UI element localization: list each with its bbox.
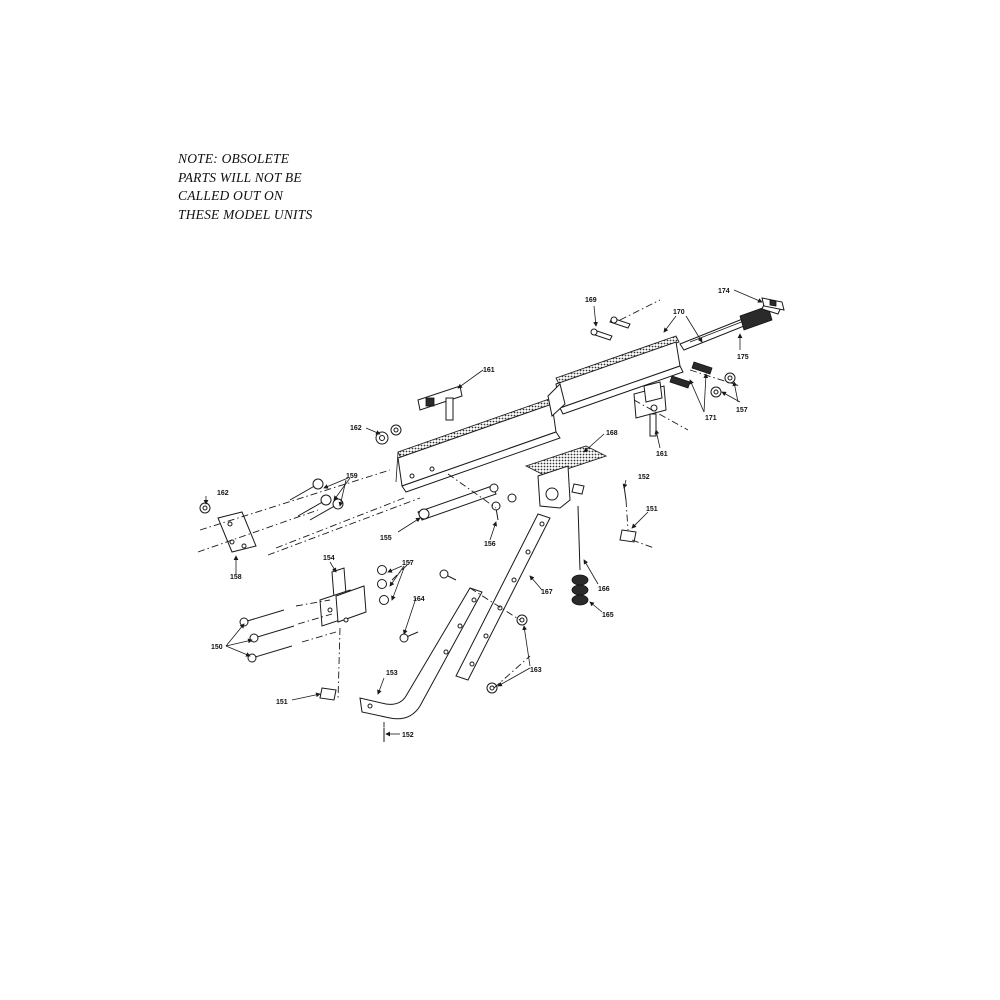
- part-151-pin-lower: [319, 687, 337, 701]
- callout-157-lower: 157: [402, 560, 414, 567]
- part-161-carriage-left: [417, 385, 463, 421]
- callout-171: 171: [705, 415, 717, 422]
- callout-154: 154: [323, 555, 335, 562]
- obsolete-parts-note: NOTE: OBSOLETE PARTS WILL NOT BE CALLED …: [178, 150, 312, 224]
- callout-164: 164: [413, 596, 425, 603]
- callout-151-upper: 151: [646, 506, 658, 513]
- part-163-nuts: [486, 614, 528, 694]
- part-161-carriage-right: [633, 381, 667, 437]
- callout-170: 170: [673, 309, 685, 316]
- part-167-straight-arm: [455, 513, 551, 681]
- part-168-trolley: [524, 445, 608, 509]
- callout-152-upper: 152: [638, 474, 650, 481]
- drive-rod-assembly: [679, 299, 783, 351]
- callout-163: 163: [530, 667, 542, 674]
- part-155-link: [417, 483, 499, 521]
- part-153-curved-arm: [359, 587, 483, 720]
- callout-157-upper: 157: [736, 407, 748, 414]
- callout-155: 155: [380, 535, 392, 542]
- callout-158: 158: [230, 574, 242, 581]
- part-150-screws: [239, 609, 295, 663]
- callout-175: 175: [737, 354, 749, 361]
- part-165-handle: [571, 574, 589, 606]
- callout-168: 168: [606, 430, 618, 437]
- callout-161-left: 161: [483, 367, 495, 374]
- callout-153: 153: [386, 670, 398, 677]
- rail-assembly: [395, 335, 684, 493]
- note-line: CALLED OUT ON: [178, 188, 284, 203]
- part-151-pin-upper: [619, 529, 637, 543]
- leader-lines: [203, 289, 763, 737]
- part-171-springs: [669, 361, 736, 398]
- part-157-nuts-lower: [377, 565, 389, 605]
- callout-156: 156: [484, 541, 496, 548]
- part-152-pin-upper: [623, 485, 627, 501]
- callout-162-lower: 162: [217, 490, 229, 497]
- part-166-rope: [577, 505, 581, 571]
- callout-165: 165: [602, 612, 614, 619]
- callout-167: 167: [541, 589, 553, 596]
- callout-159: 159: [346, 473, 358, 480]
- note-line: PARTS WILL NOT BE: [178, 169, 302, 185]
- callout-151-lower: 151: [276, 699, 288, 706]
- callout-labels: 174 169 170 175 161 157 171 161 162 168 …: [211, 288, 749, 739]
- callout-169: 169: [585, 297, 597, 304]
- part-169-screws: [590, 316, 631, 341]
- part-162-nut-upper: [375, 424, 402, 445]
- part-158-header-bracket: [199, 502, 257, 553]
- note-line: THESE MODEL UNITS: [178, 206, 313, 222]
- callout-166: 166: [598, 586, 610, 593]
- part-154-door-bracket: [319, 567, 367, 627]
- callout-161-right: 161: [656, 451, 668, 458]
- note-line: NOTE: OBSOLETE: [178, 151, 290, 166]
- part-164-bolts: [399, 569, 457, 643]
- callout-174: 174: [718, 288, 730, 295]
- callout-162-upper: 162: [350, 425, 362, 432]
- part-159-screws: [289, 478, 344, 521]
- callout-152-lower: 152: [402, 732, 414, 739]
- part-174-clip: [761, 297, 785, 311]
- assembly-lines: [197, 299, 741, 742]
- part-156-bolt: [491, 493, 517, 521]
- callout-150: 150: [211, 644, 223, 651]
